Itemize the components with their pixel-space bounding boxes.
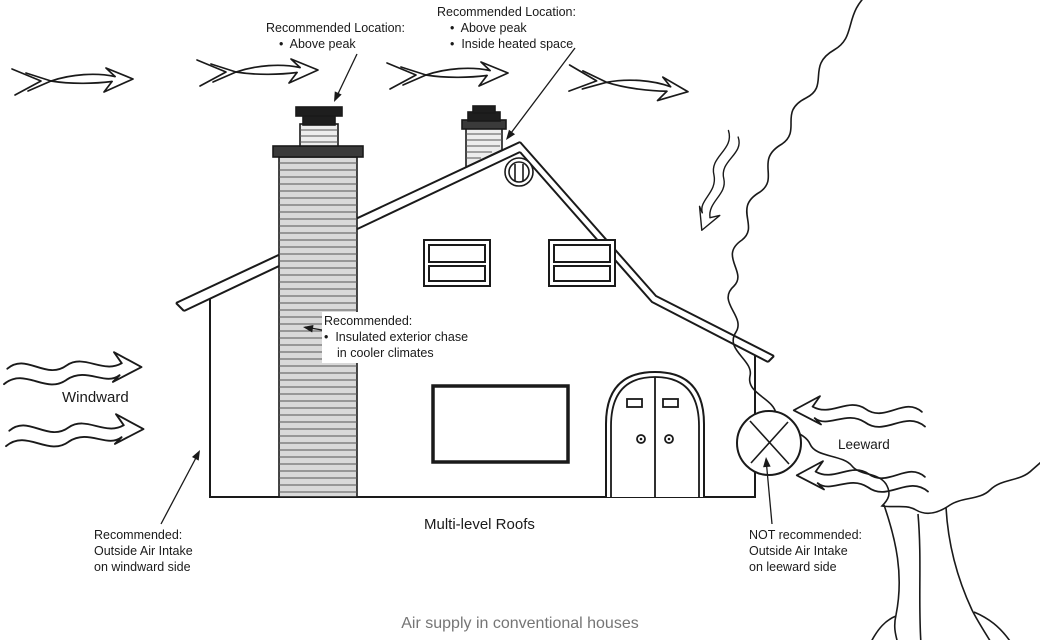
annotation-text: on leeward side (749, 560, 837, 574)
gable-vent (504, 157, 534, 187)
tree-trunk (945, 506, 991, 640)
annotation-text: Recommended Location: (266, 21, 405, 35)
annotation-windward-intake: Recommended: Outside Air Intake on windw… (94, 527, 193, 575)
windward-label: Windward (62, 389, 129, 406)
annotation-text: • Above peak (279, 37, 356, 51)
upper-window-right (548, 239, 616, 287)
wind-arrow (196, 58, 319, 87)
annotation-text: • Inside heated space (450, 37, 574, 51)
annotation-text: Recommended Location: (437, 5, 576, 19)
leader-leeward-intake (765, 458, 773, 525)
annotation-leeward-intake: NOT recommended: Outside Air Intake on l… (749, 527, 862, 575)
wind-arrow (5, 413, 145, 448)
right-chimney (461, 105, 507, 169)
annotation-left-chimney-location: Recommended Location: • Above peak (266, 20, 405, 52)
annotation-text: NOT recommended: (749, 528, 863, 542)
leeward-label: Leeward (838, 437, 890, 452)
tree-root (871, 615, 897, 640)
wind-arrow (386, 61, 509, 90)
annotation-chase: Recommended: • Insulated exterior chase … (322, 312, 473, 363)
annotation-text: • Above peak (450, 21, 527, 35)
annotation-text: on windward side (94, 560, 191, 574)
annotation-text: Outside Air Intake (749, 544, 848, 558)
wind-arrow (11, 67, 134, 96)
annotation-text: Outside Air Intake (94, 544, 193, 558)
leader-left-chimney (335, 53, 358, 99)
annotation-text: in cooler climates (337, 346, 434, 360)
tree-trunk (883, 504, 901, 640)
tree (727, 0, 1040, 640)
wind-arrow (565, 63, 691, 109)
diagram-caption: Air supply in conventional houses (401, 615, 639, 632)
leader-right-chimney (507, 47, 576, 138)
left-chimney (272, 106, 364, 498)
multi-level-roofs-label: Multi-level Roofs (424, 516, 535, 533)
annotation-right-chimney-location: Recommended Location: • Above peak • Ins… (437, 4, 576, 52)
annotation-text: • Insulated exterior chase (324, 330, 469, 344)
wind-arrow (3, 351, 143, 386)
annotation-text: Recommended: (324, 314, 413, 328)
leader-arrowheads (191, 91, 771, 468)
annotation-text: Recommended: (94, 528, 183, 542)
air-intake-crossed-circle (736, 410, 802, 476)
downdraft-arrow (689, 129, 752, 236)
picture-window (431, 384, 570, 464)
leader-windward-intake (160, 453, 199, 525)
tree-canopy (727, 0, 1040, 515)
upper-window-left (423, 239, 491, 287)
house (175, 105, 802, 498)
double-door (605, 370, 705, 497)
tree-trunk-line (917, 513, 922, 640)
